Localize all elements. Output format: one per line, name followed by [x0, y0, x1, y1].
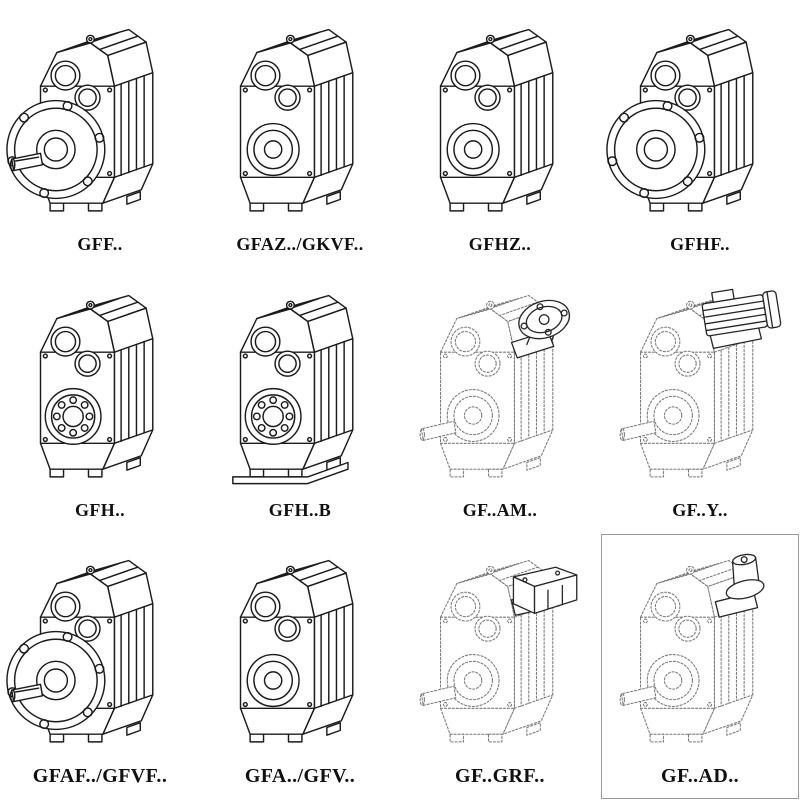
gearbox-cell-gff: GFF..: [0, 0, 200, 267]
gearbox-label: GF..GRF..: [455, 764, 545, 787]
gearbox-label: GFF..: [77, 233, 123, 254]
gearbox-label: GFH..: [75, 500, 125, 521]
gearbox-cell-gfhf: GFHF..: [600, 0, 800, 267]
gearbox-cell-gf-am: GF..AM..: [400, 266, 600, 534]
gearbox-label: GFA../GFV..: [244, 764, 356, 787]
foot-gearbox-base-drawing: [232, 295, 354, 485]
gearbox-input-flange-drawing: [419, 293, 576, 478]
hollow-bore-gearbox-drawing: [439, 28, 554, 212]
gearbox-cell-gfh-b: GFH..B: [200, 266, 400, 534]
gearbox-label: GFAZ../GKVF..: [236, 233, 364, 254]
gearbox-label: GFH..B: [268, 500, 332, 521]
gearbox-label: GFAF../GFVF..: [32, 764, 168, 787]
gearbox-cell-gfaf-gfvf: GFAF../GFVF..: [0, 533, 200, 800]
gearbox-cell-gf-y: GF..Y..: [600, 266, 800, 534]
flange-gearbox-hollow-drawing: [606, 28, 754, 212]
gearbox-shaft-adapter-drawing: [619, 552, 767, 743]
gearbox-cell-gf-ad: GF..AD..: [600, 533, 800, 800]
flange-gearbox-shaft-drawing: [6, 28, 154, 212]
foot-gearbox-bearing-drawing: [39, 295, 154, 478]
gearbox-cover-box-drawing: [419, 560, 578, 743]
gearbox-with-motor-drawing: [619, 285, 782, 478]
gearbox-label: GFHF..: [670, 233, 730, 254]
gearbox-label: GF..Y..: [672, 500, 728, 521]
gearbox-cell-gf-grf: GF..GRF..: [400, 533, 600, 800]
gearbox-cell-gfh: GFH..: [0, 266, 200, 534]
hollow-bore-gearbox-drawing: [239, 559, 354, 743]
gearbox-label: GF..AD..: [660, 764, 740, 787]
gearbox-cell-gfhz: GFHZ..: [400, 0, 600, 267]
gearbox-label: GFHZ..: [468, 233, 532, 254]
hollow-bore-gearbox-drawing: [239, 28, 354, 212]
gearbox-cell-gfaz-gkvf: GFAZ../GKVF..: [200, 0, 400, 267]
gearbox-label: GF..AM..: [462, 500, 538, 521]
flange-gearbox-shaft-drawing: [6, 559, 154, 743]
gearbox-cell-gfa-gfv: GFA../GFV..: [200, 533, 400, 800]
